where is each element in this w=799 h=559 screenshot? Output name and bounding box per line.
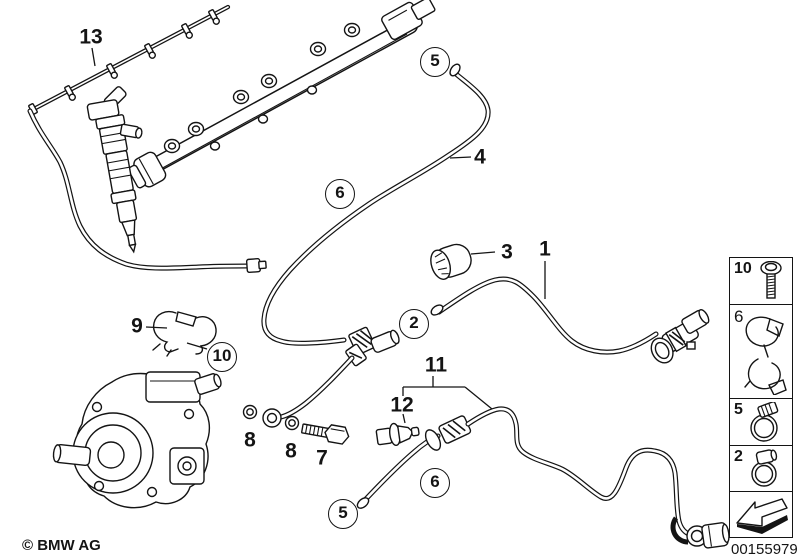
legend-row-clamp-large[interactable]: 5 bbox=[730, 399, 792, 446]
callout-4[interactable]: 4 bbox=[474, 145, 486, 169]
leader-lines bbox=[91, 47, 546, 424]
copyright-text: © BMW AG bbox=[22, 537, 101, 554]
direction-arrow-icon bbox=[736, 498, 788, 534]
legend-label-6: 6 bbox=[734, 307, 744, 326]
legend-label-2: 2 bbox=[734, 448, 743, 465]
callout-3[interactable]: 3 bbox=[501, 240, 513, 264]
banjo-bolt bbox=[301, 423, 350, 445]
elbow-connector bbox=[670, 516, 730, 549]
pipe-clips bbox=[28, 9, 220, 115]
callout-9[interactable]: 9 bbox=[131, 314, 143, 338]
callout-8-right[interactable]: 8 bbox=[285, 439, 297, 463]
leak-off-pipe bbox=[27, 4, 267, 274]
callout-1[interactable]: 1 bbox=[539, 237, 551, 261]
callout-7[interactable]: 7 bbox=[316, 446, 328, 470]
legend-row-clip[interactable]: 6 bbox=[730, 305, 792, 399]
rail-end-cap bbox=[127, 151, 167, 189]
callout-6-upper[interactable]: 6 bbox=[325, 179, 355, 209]
retaining-clip-icon bbox=[744, 316, 787, 395]
quick-connector bbox=[650, 308, 710, 364]
legend-label-10: 10 bbox=[734, 260, 752, 277]
callout-5-top[interactable]: 5 bbox=[420, 47, 450, 77]
retaining-clip bbox=[152, 310, 217, 357]
callout-12[interactable]: 12 bbox=[390, 393, 414, 417]
fuel-rail bbox=[127, 0, 436, 189]
pressure-sensor bbox=[375, 422, 420, 447]
sealing-ring-right bbox=[284, 415, 300, 431]
fuel-return-line bbox=[356, 406, 730, 549]
callout-10[interactable]: 10 bbox=[207, 342, 237, 372]
rail-pressure-sensor bbox=[381, 0, 436, 40]
callout-2[interactable]: 2 bbox=[399, 309, 429, 339]
torx-screw-icon bbox=[760, 261, 782, 299]
rubber-clamp bbox=[430, 243, 472, 280]
hose-clamp-section bbox=[438, 415, 472, 444]
legend-row-clamp-small[interactable]: 2 bbox=[730, 446, 792, 492]
high-pressure-pump bbox=[52, 371, 222, 509]
hose-end-fitting bbox=[245, 258, 267, 274]
legend-row-screw[interactable]: 10 bbox=[730, 258, 792, 305]
callout-11[interactable]: 11 bbox=[424, 353, 448, 377]
worm-hose-clamp-icon bbox=[750, 402, 779, 442]
hose-clamp-icon bbox=[751, 449, 778, 487]
rail-ports bbox=[163, 22, 361, 154]
document-number: 00155979 bbox=[731, 541, 798, 558]
sealing-ring-left bbox=[242, 404, 258, 420]
feed-hose-upper bbox=[261, 63, 491, 428]
fuel-injector bbox=[86, 86, 143, 254]
fasteners-legend: 10 6 5 bbox=[729, 257, 793, 538]
legend-row-arrow bbox=[730, 492, 792, 536]
callout-8-left[interactable]: 8 bbox=[244, 428, 256, 452]
hose-junction bbox=[345, 326, 400, 367]
legend-label-5: 5 bbox=[734, 401, 743, 418]
callout-6-lower[interactable]: 6 bbox=[420, 468, 450, 498]
callout-5-lower[interactable]: 5 bbox=[328, 499, 358, 529]
fuel-feed-line bbox=[430, 276, 710, 364]
callout-13[interactable]: 13 bbox=[79, 25, 103, 49]
